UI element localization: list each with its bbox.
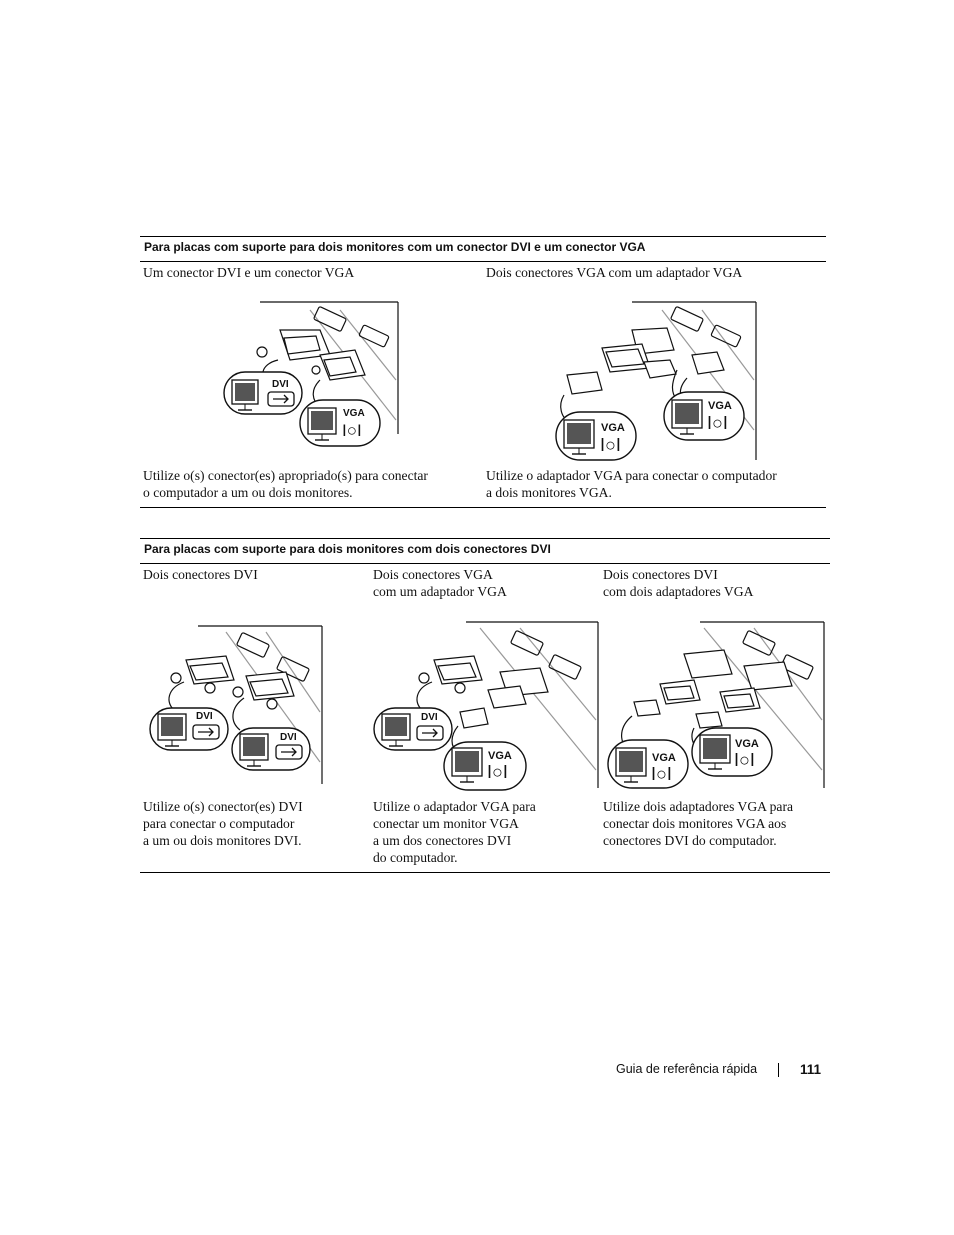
section2-heading: Para placas com suporte para dois monito… [144,542,551,556]
figure-dvi-vga-connection: DVI VGA I○I [223,301,399,447]
section2-col3-description: Utilize dois adaptadores VGA para conect… [603,799,794,848]
svg-text:I○I: I○I [707,413,728,433]
figure-label: VGA [488,750,512,762]
section2-col3-title: Dois conectores DVI com dois adaptadores… [603,567,754,599]
figure-label: DVI [196,711,213,722]
svg-text:I○I: I○I [734,750,755,770]
section1-col2-description: Utilize o adaptador VGA para conectar o … [486,468,777,500]
section2-col2-title: Dois conectores VGA com um adaptador VGA [373,567,507,599]
section1-col2-title: Dois conectores VGA com um adaptador VGA [486,265,743,280]
footer-separator [778,1063,779,1077]
figure-label: DVI [421,712,438,723]
section1-heading: Para placas com suporte para dois monito… [144,240,646,254]
figure-label: DVI [272,379,289,390]
figure-label: DVI [280,732,297,743]
figure-dual-dvi: DVI DVI [149,625,323,784]
section2-top-rule [140,538,830,539]
svg-text:I○I: I○I [487,762,508,782]
section2-heading-rule [140,563,830,564]
figure-label: VGA [652,752,676,764]
figure-dual-dvi-with-vga-adapters: VGA I○I VGA I○I [607,621,825,789]
section1-col1-title: Um conector DVI e um conector VGA [143,265,355,280]
footer-title: Guia de referência rápida [616,1062,758,1076]
section1-col1-description: Utilize o(s) conector(es) apropriado(s) … [143,468,428,500]
figure-label: VGA [735,738,759,750]
section2-col2-description: Utilize o adaptador VGA para conectar um… [373,799,536,865]
svg-text:I○I: I○I [342,421,362,440]
svg-text:I○I: I○I [651,764,672,784]
section2-col1-title: Dois conectores DVI [143,567,258,582]
figure-label: VGA [343,408,365,419]
page-number: 111 [800,1062,822,1077]
figure-label: VGA [601,422,625,434]
section2-col1-description: Utilize o(s) conector(es) DVI para conec… [143,799,303,848]
figure-dvi-with-vga-adapter: DVI VGA I○I [373,621,599,791]
figure-dual-vga-adapter: VGA I○I VGA I○I [555,301,757,461]
section1-top-rule [140,236,826,237]
section1-bottom-rule [140,507,826,508]
figure-label: VGA [708,400,732,412]
svg-text:I○I: I○I [600,435,621,455]
section2-bottom-rule [140,872,830,873]
section1-heading-rule [140,261,826,262]
